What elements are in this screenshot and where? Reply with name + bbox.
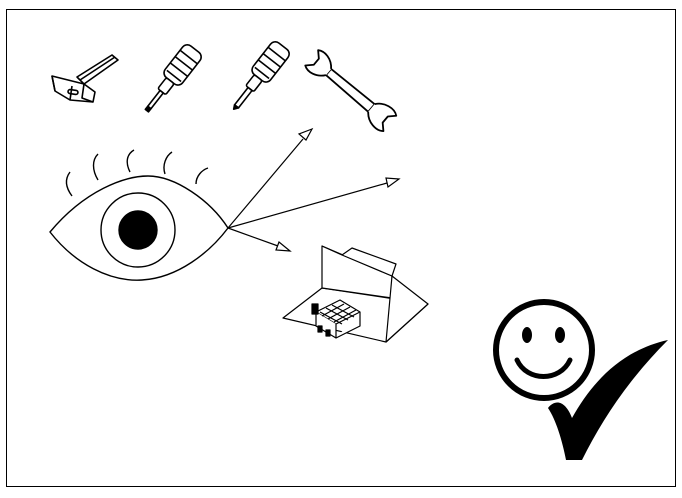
screwdriver-icon (232, 41, 290, 111)
connector-component-icon (311, 299, 361, 339)
smiley-face-icon (493, 299, 595, 401)
diagram-frame (6, 9, 676, 487)
screwdriver-icon (144, 44, 202, 113)
checkmark-icon (548, 340, 668, 460)
wrench-icon (304, 49, 398, 132)
eye-icon (49, 149, 229, 281)
arrow-to-box (227, 227, 292, 252)
arrow-to-tools (227, 127, 314, 229)
open-box-with-component-icon (282, 245, 429, 343)
hammer-icon (51, 54, 119, 103)
arrow-to-right (227, 177, 401, 229)
